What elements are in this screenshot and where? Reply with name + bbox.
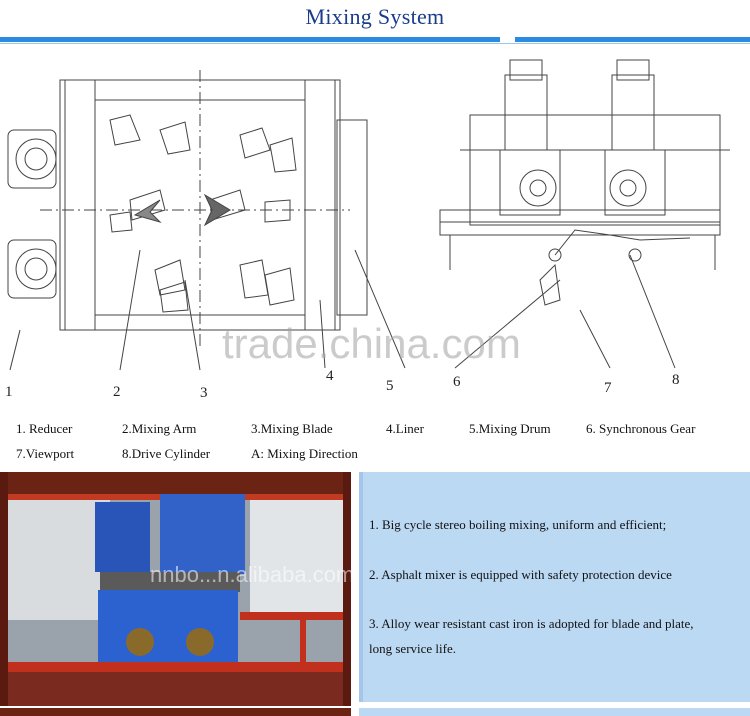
technical-drawing: trade.china.com 1 2 3 4 5 6 7 8 — [0, 50, 750, 410]
header-rule-left — [0, 37, 500, 42]
mixer-line-drawing — [7, 59, 730, 371]
header-rule-thin — [0, 43, 750, 44]
legend-item: 4.Liner — [386, 421, 424, 436]
legend-item: 6. Synchronous Gear — [586, 421, 696, 436]
callout-4: 4 — [326, 368, 334, 384]
mixer-photo-illustration — [0, 472, 351, 706]
motor-right — [611, 74, 655, 151]
callout-8: 8 — [672, 372, 680, 388]
footer-strip — [0, 708, 750, 716]
legend-item: A: Mixing Direction — [251, 446, 358, 461]
watermark-drawing: trade.china.com — [222, 320, 521, 367]
legend-item: 1. Reducer — [16, 421, 73, 436]
header-rule-right — [515, 37, 750, 42]
section-header: Mixing System — [0, 0, 750, 44]
feature-3-continued: long service life. — [369, 641, 456, 656]
mixing-drum-shape — [336, 119, 368, 316]
callout-7: 7 — [604, 380, 612, 396]
mixer-photo: nnbo...n.alibaba.com — [0, 472, 351, 706]
callout-5: 5 — [386, 378, 394, 394]
legend-item: 5.Mixing Drum — [469, 421, 551, 436]
callout-3: 3 — [200, 385, 208, 401]
page-title: Mixing System — [305, 4, 445, 29]
legend-item: 3.Mixing Blade — [251, 421, 333, 436]
feature-3: 3. Alloy wear resistant cast iron is ado… — [369, 616, 694, 631]
callout-2: 2 — [113, 384, 121, 400]
motor-left — [504, 74, 548, 151]
features-panel: 1. Big cycle stereo boiling mixing, unif… — [359, 472, 750, 702]
feature-2: 2. Asphalt mixer is equipped with safety… — [369, 567, 672, 582]
parts-legend: 1. Reducer 2.Mixing Arm 3.Mixing Blade 4… — [0, 418, 750, 466]
legend-item: 7.Viewport — [16, 446, 75, 461]
callout-1: 1 — [5, 384, 13, 400]
watermark-photo: nnbo...n.alibaba.com — [150, 562, 351, 587]
callout-6: 6 — [453, 374, 461, 390]
legend-item: 8.Drive Cylinder — [122, 446, 211, 461]
feature-1: 1. Big cycle stereo boiling mixing, unif… — [369, 517, 667, 532]
legend-item: 2.Mixing Arm — [122, 421, 197, 436]
